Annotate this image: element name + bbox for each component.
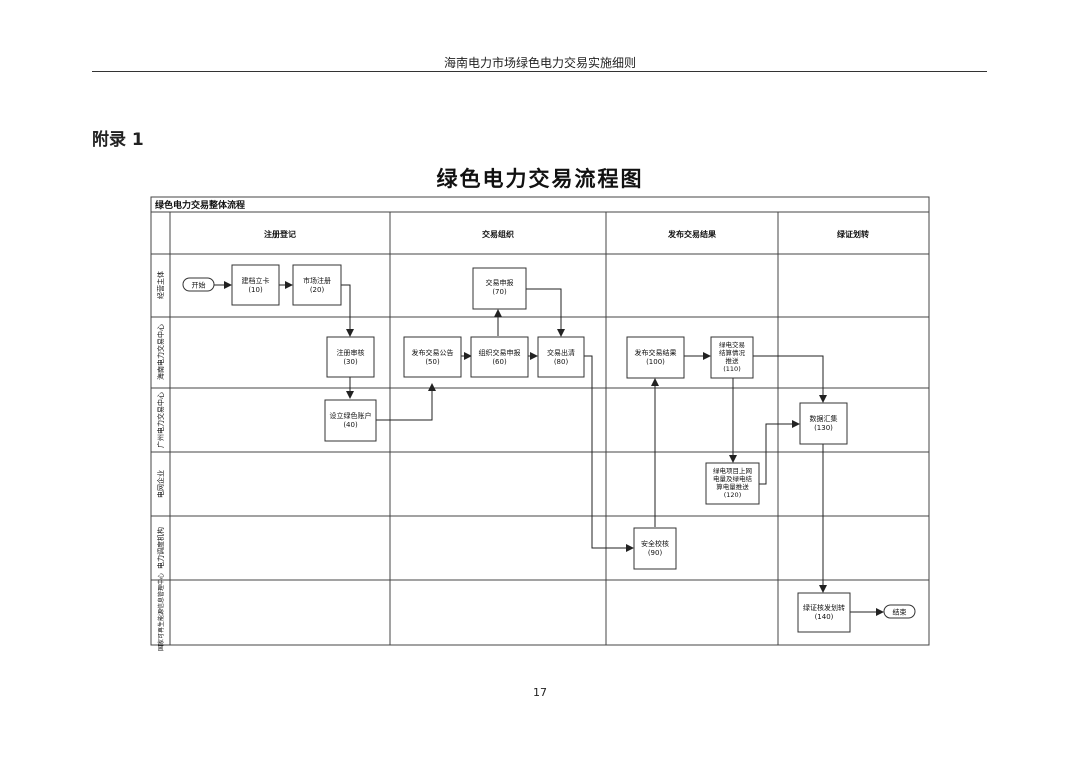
svg-text:发布交易公告: 发布交易公告 [412,348,454,357]
lane-label: 电力调度机构 [156,527,165,569]
header-rule [92,71,987,72]
start-terminator: 开始 [182,277,215,292]
svg-text:结算情况: 结算情况 [719,348,746,357]
svg-text:(80): (80) [554,358,569,366]
end-label: 结束 [893,608,907,617]
step-box-90: 安全校核 (90) [633,527,677,570]
svg-text:发布交易结果: 发布交易结果 [635,348,677,357]
document-title: 绿色电力交易流程图 [436,167,644,191]
start-label: 开始 [192,281,206,290]
svg-text:(90): (90) [648,549,663,557]
svg-text:电量及绿电结: 电量及绿电结 [713,474,753,483]
svg-text:算电量推送: 算电量推送 [716,482,749,491]
svg-text:(40): (40) [343,421,358,429]
svg-text:(130): (130) [814,424,833,432]
phase-header: 绿证划转 [837,229,869,239]
lane-label: 广州电力交易中心 [156,392,165,448]
step-box-10: 建档立卡 (10) [231,264,280,306]
step-box-50: 发布交易公告 (50) [403,336,462,378]
svg-text:交易出清: 交易出清 [547,348,575,357]
svg-text:(140): (140) [815,613,834,621]
step-box-40: 设立绿色账户 (40) [324,399,377,442]
svg-text:(30): (30) [343,358,358,366]
step-box-20: 市场注册 (20) [292,264,342,306]
svg-text:(100): (100) [646,358,665,366]
lane-label: 电网企业 [156,470,165,498]
step-box-110: 绿电交易 结算情况 推送 (110) [710,336,754,379]
svg-text:推送: 推送 [726,356,740,365]
svg-text:注册审核: 注册审核 [337,348,365,357]
step-box-80: 交易出清 (80) [537,336,585,378]
flow-connectors [214,281,884,616]
svg-text:绿证核发划转: 绿证核发划转 [803,603,845,612]
step-box-120: 绿电项目上网 电量及绿电结 算电量推送 (120) [705,462,760,505]
svg-text:设立绿色账户: 设立绿色账户 [330,411,372,420]
step-box-30: 注册审核 (30) [326,336,375,378]
lane-label: 国家可再生能源信息管理中心 [157,573,165,651]
svg-text:绿电项目上网: 绿电项目上网 [713,466,752,475]
svg-text:建档立卡: 建档立卡 [242,276,270,285]
svg-text:市场注册: 市场注册 [303,276,331,285]
header-title: 海南电力市场绿色电力交易实施细则 [443,56,636,70]
flowchart-grid [150,196,930,646]
svg-text:交易申报: 交易申报 [486,278,514,287]
end-terminator: 结束 [883,604,916,619]
step-box-140: 绿证核发划转 (140) [797,592,851,633]
svg-text:(110): (110) [723,365,740,373]
svg-text:组织交易申报: 组织交易申报 [479,348,521,357]
svg-text:绿电交易: 绿电交易 [719,340,745,349]
svg-text:数据汇集: 数据汇集 [810,414,838,423]
svg-text:安全校核: 安全校核 [641,539,669,548]
svg-text:(60): (60) [492,358,507,366]
phase-header: 发布交易结果 [667,229,716,239]
lane-label: 海南电力交易中心 [156,324,165,380]
step-box-100: 发布交易结果 (100) [626,336,685,379]
svg-text:(20): (20) [310,286,325,294]
step-box-130: 数据汇集 (130) [799,402,848,445]
phase-header: 注册登记 [264,229,296,239]
svg-text:(70): (70) [492,288,507,296]
flowchart-table-title: 绿色电力交易整体流程 [155,199,245,211]
svg-text:(10): (10) [248,286,263,294]
appendix-label: 附录 1 [92,130,144,150]
step-box-60: 组织交易申报 (60) [470,336,529,378]
svg-text:(50): (50) [425,358,440,366]
phase-header: 交易组织 [482,229,514,239]
step-box-70: 交易申报 (70) [472,267,527,310]
page-number: 17 [533,686,547,699]
lane-label: 经营主体 [156,271,165,299]
svg-text:(120): (120) [724,491,741,499]
